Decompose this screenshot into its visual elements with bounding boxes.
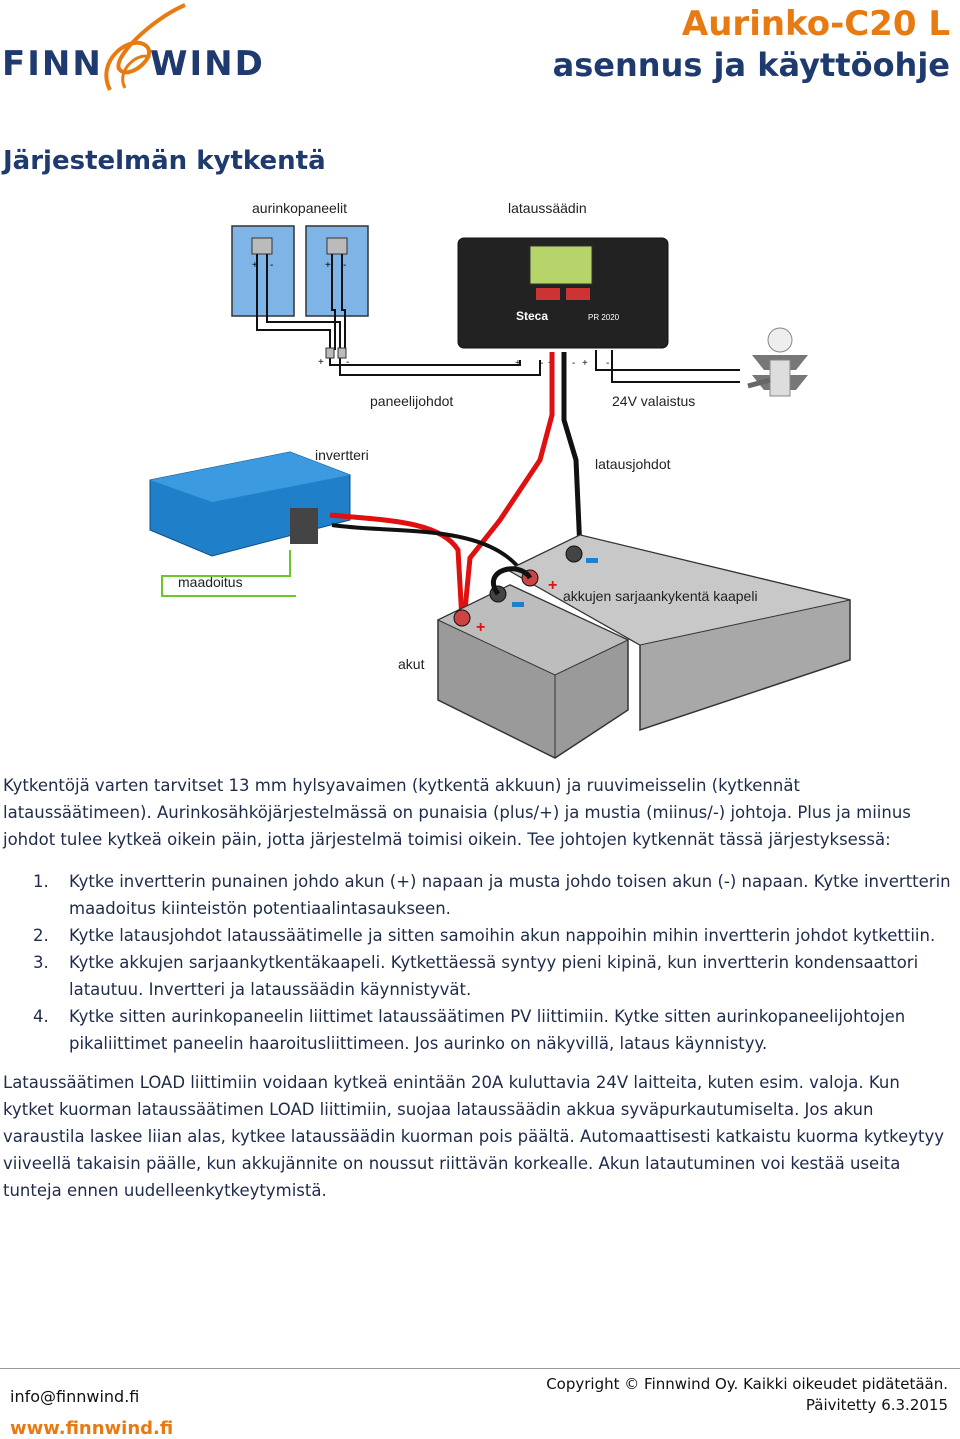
label-ground: maadoitus xyxy=(178,574,243,590)
inverter-red-wire xyxy=(329,512,465,621)
wiring-diagram: + - + - + - Steca PR 2020 xyxy=(0,190,960,770)
solar-panel-1: + - xyxy=(231,225,295,317)
battery-2: + xyxy=(506,534,851,732)
intro-paragraph: Kytkentöjä varten tarvitset 13 mm hylsya… xyxy=(3,776,911,849)
label-panels: aurinkopaneelit xyxy=(252,200,347,216)
load-paragraph: Lataussäätimen LOAD liittimiin voidaan k… xyxy=(3,1073,944,1200)
svg-text:+: + xyxy=(582,358,588,369)
step-item: 1.Kytke invertterin punainen johdo akun … xyxy=(33,872,951,918)
label-controller: lataussäädin xyxy=(508,200,587,216)
svg-text:+: + xyxy=(548,577,557,594)
logo-text-finn: FINN xyxy=(2,44,103,84)
svg-text:-: - xyxy=(540,358,543,369)
label-inverter: invertteri xyxy=(315,447,369,463)
footer-website-link[interactable]: www.finnwind.fi xyxy=(10,1418,174,1439)
panel-wires xyxy=(256,254,541,376)
svg-text:+: + xyxy=(252,260,258,271)
step-item: 2.Kytke latausjohdot lataussäätimelle ja… xyxy=(33,926,936,945)
svg-text:+: + xyxy=(318,357,324,368)
controller-model: PR 2020 xyxy=(588,313,620,322)
battery-1: + xyxy=(436,584,630,759)
inverter xyxy=(149,451,351,557)
svg-text:-: - xyxy=(572,358,575,369)
solar-panel-2: + - xyxy=(305,225,369,317)
red-charge-wire xyxy=(461,352,555,621)
inverter-black-wire xyxy=(331,523,532,586)
document-subtitle: asennus ja käyttöohje xyxy=(552,46,950,84)
step-item: 4.Kytke sitten aurinkopaneelin liittimet… xyxy=(33,1007,906,1053)
wiring-diagram-svg: + - + - + - Steca PR 2020 xyxy=(149,225,851,759)
footer-copyright: Copyright © Finnwind Oy. Kaikki oikeudet… xyxy=(546,1375,948,1393)
lamp-icon xyxy=(747,327,808,397)
product-name: Aurinko-C20 L xyxy=(681,4,950,44)
logo-swirl-icon xyxy=(104,3,186,91)
label-batteries: akut xyxy=(398,656,425,672)
black-charge-wire xyxy=(561,352,583,551)
footer-updated: Päivitetty 6.3.2015 xyxy=(805,1396,948,1414)
svg-text:-: - xyxy=(606,358,609,369)
label-panel-wires: paneelijohdot xyxy=(370,393,454,409)
label-lighting: 24V valaistus xyxy=(612,393,696,409)
svg-text:+: + xyxy=(325,260,331,271)
ground-wire xyxy=(161,550,296,597)
logo-text-wind: WIND xyxy=(150,44,265,84)
svg-text:+: + xyxy=(515,358,521,369)
svg-text:+: + xyxy=(476,619,485,636)
page-title: Järjestelmän kytkentä xyxy=(3,146,326,176)
svg-text:-: - xyxy=(270,260,273,271)
svg-text:-: - xyxy=(346,357,349,368)
charge-controller: Steca PR 2020 xyxy=(457,237,669,349)
label-series-cable: akkujen sarjaankykentä kaapeli xyxy=(563,588,758,604)
footer-email-link[interactable]: info@finnwind.fi xyxy=(10,1387,140,1406)
series-cable xyxy=(490,566,533,596)
lighting-wires xyxy=(595,350,740,383)
label-charge-wires: latausjohdot xyxy=(595,456,671,472)
steps-list: 1.Kytke invertterin punainen johdo akun … xyxy=(3,868,953,1057)
controller-brand: Steca xyxy=(516,309,548,323)
footer-divider xyxy=(0,1368,960,1369)
svg-text:-: - xyxy=(343,260,346,271)
step-item: 3.Kytke akkujen sarjaankytkentäkaapeli. … xyxy=(33,953,919,999)
finnwind-logo: FINN WIND xyxy=(0,0,270,100)
